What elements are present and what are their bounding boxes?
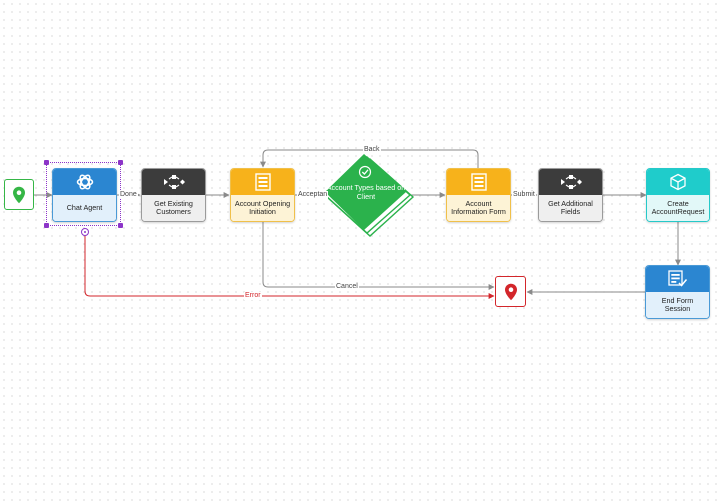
edge-label-error: Error <box>244 292 262 300</box>
chat-agent-node[interactable]: Chat Agent <box>52 168 117 222</box>
create-account-request-label: Create AccountRequest <box>647 195 709 221</box>
account-opening-initiation-header <box>231 169 294 195</box>
account-information-form-header <box>447 169 510 195</box>
resize-handle-top-right[interactable] <box>118 160 123 165</box>
create-account-request-header <box>647 169 709 195</box>
edge-error[interactable] <box>84 236 495 299</box>
edge-label-cancel: Cancel <box>335 283 359 291</box>
openai-icon <box>76 174 93 190</box>
map-pin-icon <box>504 283 517 300</box>
end-node[interactable] <box>495 276 526 307</box>
form-icon <box>470 173 487 191</box>
get-additional-fields-header <box>539 169 602 195</box>
end-form-session-header <box>646 266 709 292</box>
get-existing-customers-header <box>142 169 205 195</box>
edge-label-acceptance: Acceptan <box>297 191 329 199</box>
map-pin-icon <box>13 186 25 203</box>
resize-handle-bottom-right[interactable] <box>118 223 123 228</box>
edge-label-back: Back <box>363 146 381 154</box>
error-port[interactable] <box>81 228 89 236</box>
create-account-request-node[interactable]: Create AccountRequest <box>646 168 710 222</box>
form-icon <box>254 173 271 191</box>
account-types-label: Account Types based on Client <box>326 183 406 201</box>
account-opening-initiation-label: Account Opening Initiation <box>231 195 294 221</box>
get-additional-fields-node[interactable]: Get Additional Fields <box>538 168 603 222</box>
subflow-icon <box>560 175 582 189</box>
subflow-icon <box>163 175 185 189</box>
get-existing-customers-node[interactable]: Get Existing Customers <box>141 168 206 222</box>
account-information-form-node[interactable]: Account Information Form <box>446 168 511 222</box>
account-opening-initiation-node[interactable]: Account Opening Initiation <box>230 168 295 222</box>
chat-agent-label: Chat Agent <box>53 195 116 221</box>
edge-label-done: Done <box>119 191 138 199</box>
get-additional-fields-label: Get Additional Fields <box>539 195 602 221</box>
chat-agent-node-header <box>53 169 116 195</box>
resize-handle-bottom-left[interactable] <box>44 223 49 228</box>
resize-handle-top-left[interactable] <box>44 160 49 165</box>
get-existing-customers-label: Get Existing Customers <box>142 195 205 221</box>
edge-label-submit: Submit <box>512 191 536 199</box>
account-types-decision-node[interactable] <box>325 152 415 238</box>
check-icon <box>358 165 372 179</box>
form-check-icon <box>667 270 687 287</box>
end-form-session-label: End Form Session <box>646 292 709 318</box>
end-form-session-node[interactable]: End Form Session <box>645 265 710 319</box>
cube-icon <box>670 173 686 191</box>
account-information-form-label: Account Information Form <box>447 195 510 221</box>
start-node[interactable] <box>4 179 34 210</box>
